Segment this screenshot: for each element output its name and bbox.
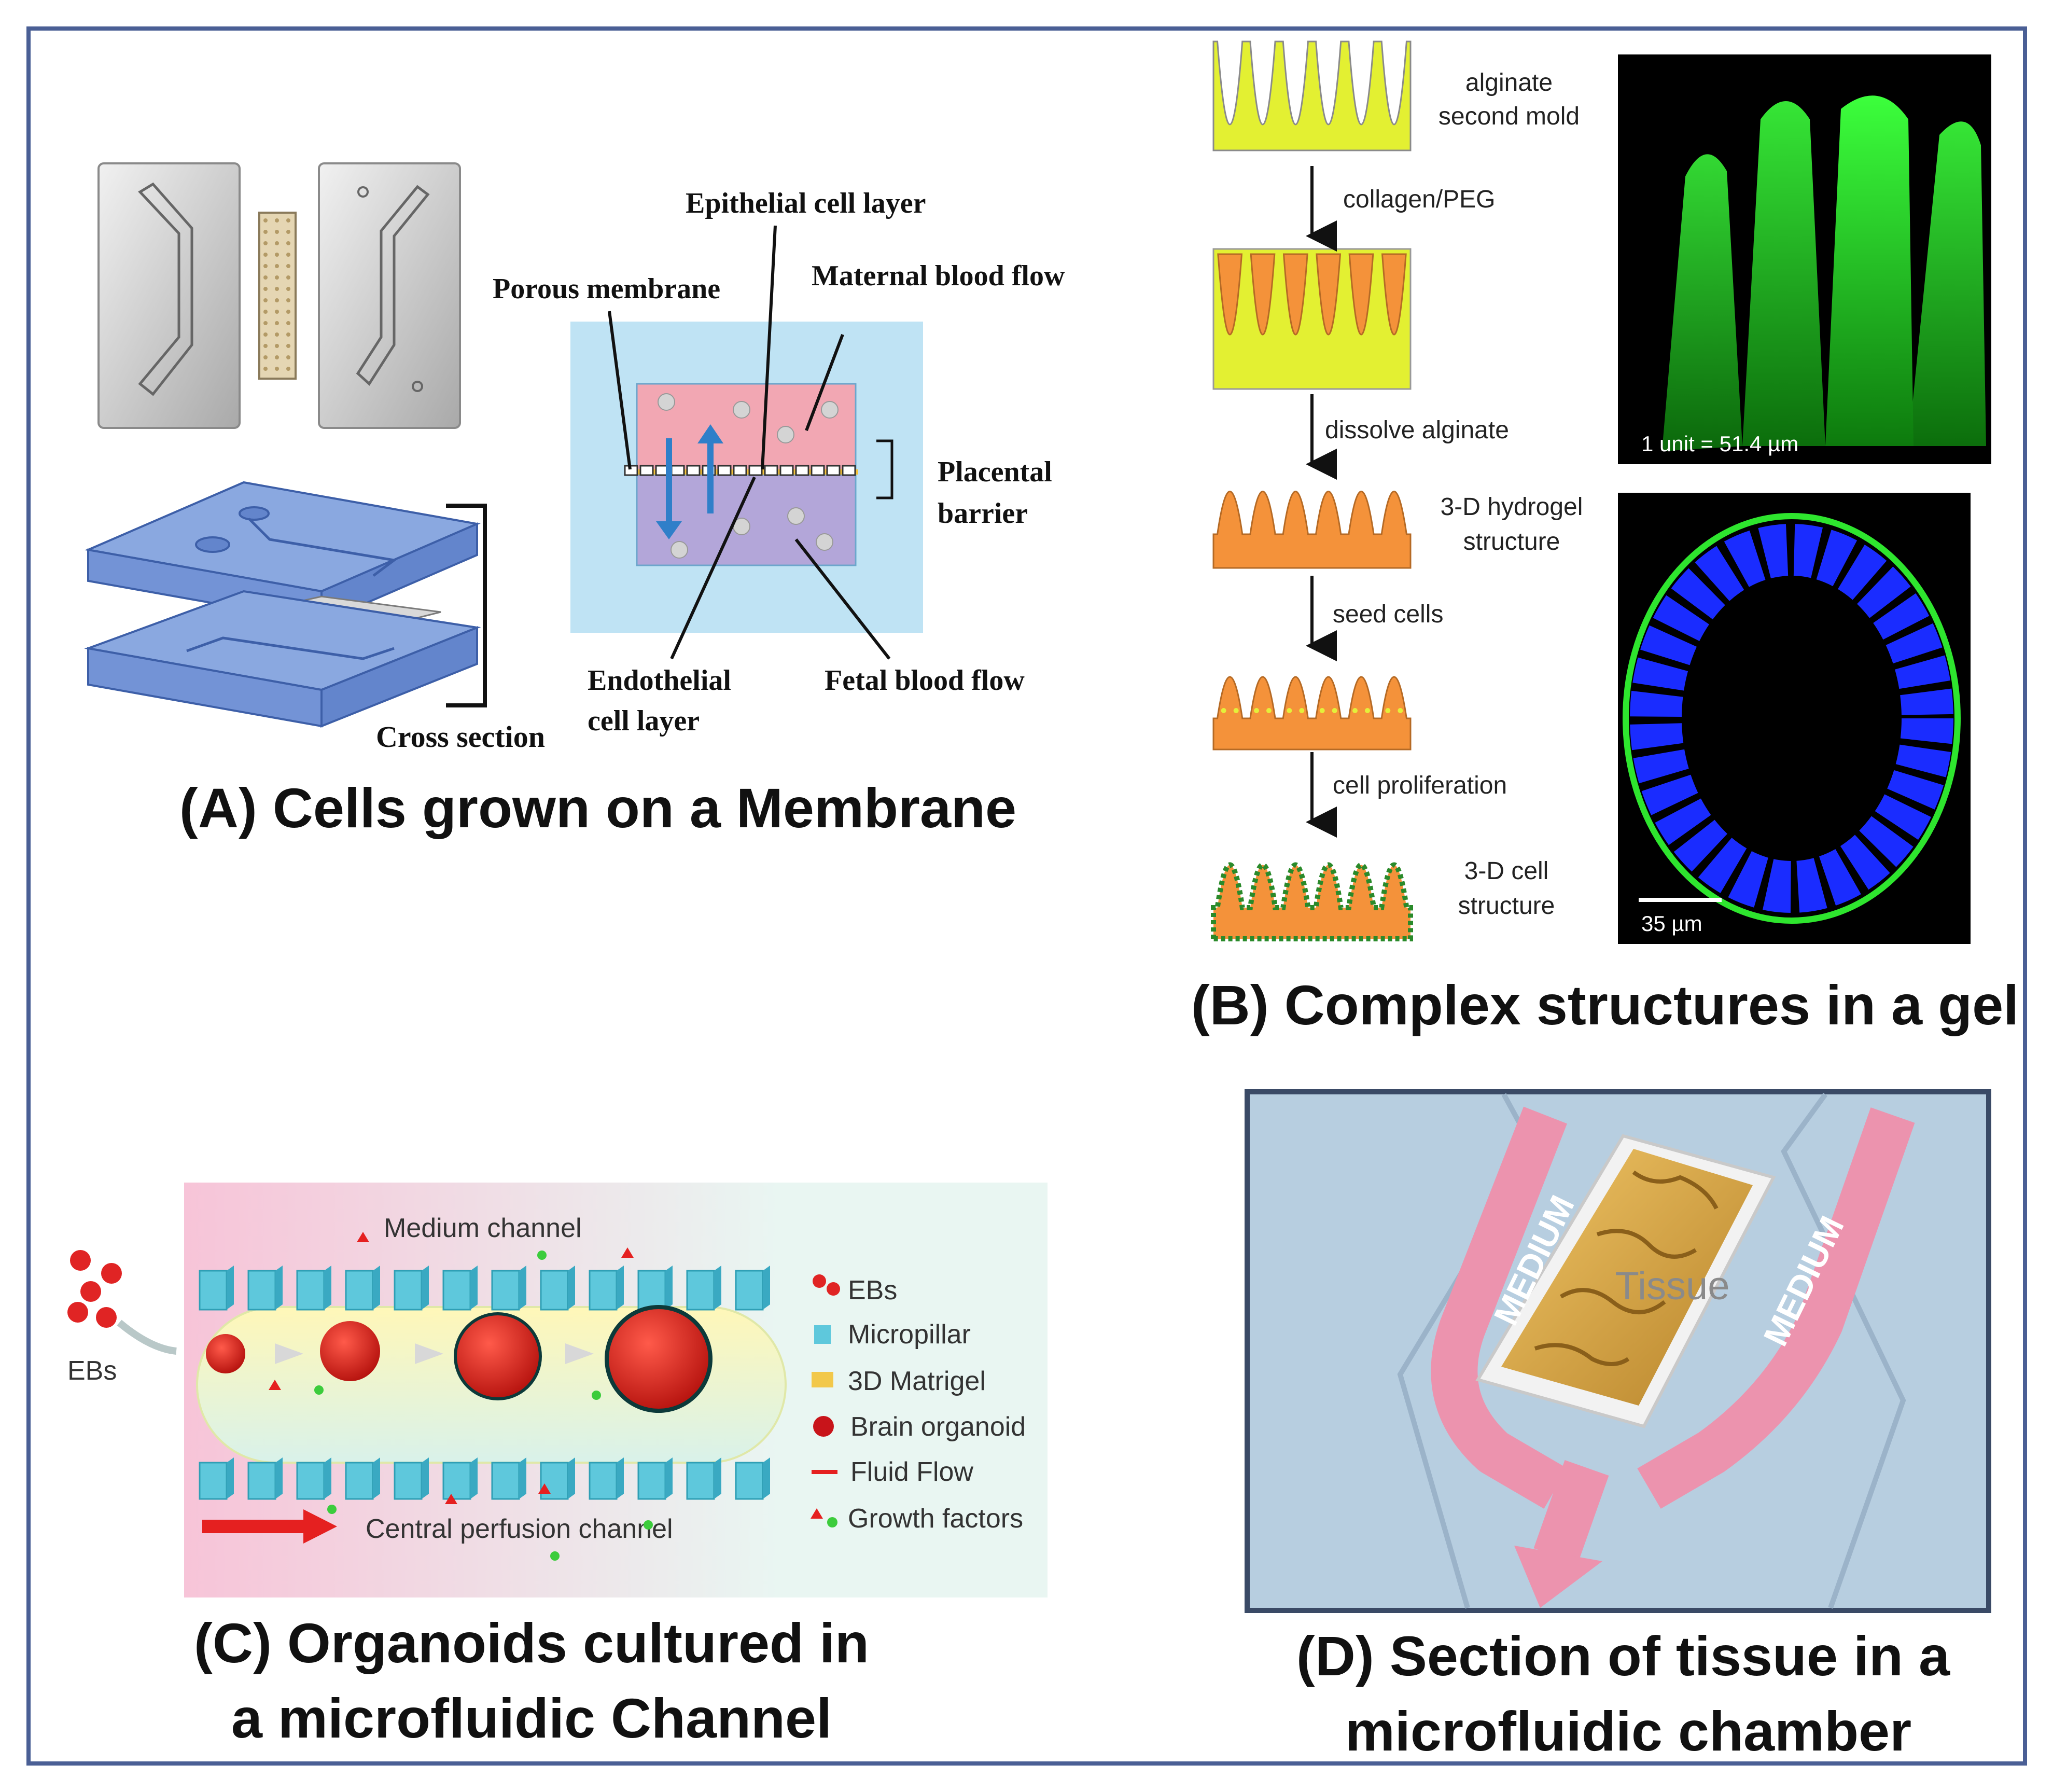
chip-bottom-layer-side: [320, 626, 478, 728]
collagen-peg-mold: [1212, 248, 1412, 390]
chip-exploded-3d: [84, 481, 487, 728]
arrow-down-head: [656, 521, 682, 539]
svg-text:EBs: EBs: [848, 1275, 897, 1305]
chip-top-pieces: [97, 162, 461, 429]
cell-structure: [1211, 862, 1413, 941]
panel-c-legend-bg: [780, 1183, 1048, 1597]
label-medium-channel: Medium channel: [384, 1213, 582, 1243]
caption-panel-d-2: microfluidic chamber: [1345, 1700, 1911, 1762]
leader-maternal: [805, 334, 844, 432]
chip-outlet-port: [239, 506, 270, 521]
step-seed: seed cells: [1333, 601, 1443, 628]
svg-text:Growth factors: Growth factors: [848, 1504, 1023, 1534]
scale-label-cross: 35 µm: [1641, 911, 1702, 936]
fluorescence-image-crosssection: 35 µm: [1618, 493, 1971, 944]
panel-c-legend: EBs Micropillar 3D Matrigel Brain organo…: [811, 1274, 1026, 1534]
caption-panel-d-1: (D) Section of tissue in a: [1296, 1624, 1950, 1687]
legend-item-organoid: Brain organoid: [813, 1412, 1026, 1442]
fluid-flow-arrow: [202, 1509, 337, 1544]
tissue-block: [1501, 1149, 1753, 1406]
step-hydrogel-2: structure: [1463, 528, 1560, 555]
chip-bottom-channel: [186, 636, 395, 660]
panel-c: EBs Medium channel Central perfusion cha…: [67, 1183, 1048, 1749]
svg-text:Brain organoid: Brain organoid: [850, 1412, 1026, 1442]
label-tissue: Tissue: [1615, 1264, 1729, 1308]
medium-outlet: [1533, 1460, 1609, 1564]
growth-factors: [269, 1232, 653, 1561]
label-endothelial-2: cell layer: [588, 705, 700, 737]
eb-cluster-left: [67, 1250, 177, 1355]
step-cell-2: structure: [1458, 892, 1555, 920]
leader-fetal: [794, 538, 891, 660]
outlet-arrowhead: [1514, 1546, 1602, 1608]
caption-panel-c-1: (C) Organoids cultured in: [194, 1612, 869, 1674]
chip-plate-right: [318, 162, 461, 429]
label-placental-2: barrier: [938, 497, 1028, 530]
chip-top-channel: [248, 518, 398, 577]
chip-plate-left: [97, 162, 241, 429]
label-placental-1: Placental: [938, 456, 1052, 488]
panel-d: Tissue MEDIUM MEDIUM (D) Section of tiss…: [1245, 1089, 1991, 1762]
tissue-folds: [1534, 1170, 1719, 1366]
label-epithelial: Epithelial cell layer: [686, 187, 926, 219]
porous-membrane-piece: [258, 212, 297, 380]
arrow-up-head: [697, 424, 723, 443]
fluorescence-image-villi: 1 unit = 51.4 µm: [1618, 54, 1991, 464]
leader-epithelial: [761, 225, 777, 470]
chip-port-top: [357, 186, 369, 198]
chip-inlet-port: [195, 536, 230, 553]
placental-barrier-schematic: [570, 225, 923, 660]
svg-text:Fluid Flow: Fluid Flow: [850, 1457, 973, 1487]
label-ebs-left: EBs: [67, 1356, 117, 1386]
panel-a: Cross section: [84, 162, 1065, 839]
label-endothelial-1: Endothelial: [588, 664, 731, 697]
label-fetal: Fetal blood flow: [825, 664, 1025, 697]
svg-text:Micropillar: Micropillar: [848, 1319, 971, 1350]
legend-item-micropillar: Micropillar: [814, 1319, 971, 1350]
medium-channel-right: [1637, 1107, 1915, 1509]
leader-endothelial: [670, 476, 756, 660]
step-prolif: cell proliferation: [1333, 772, 1507, 799]
legend-item-growth-factors: Growth factors: [811, 1504, 1023, 1534]
label-maternal: Maternal blood flow: [812, 260, 1065, 292]
step-cell-1: 3-D cell: [1464, 857, 1549, 885]
seeded-structure: [1212, 676, 1412, 751]
caption-panel-b: (B) Complex structures in a gel: [1191, 974, 2019, 1036]
legend-item-fluid-flow: Fluid Flow: [812, 1457, 973, 1487]
label-cross-section: Cross section: [376, 720, 545, 754]
legend-item-ebs: EBs: [813, 1274, 897, 1305]
label-porous: Porous membrane: [493, 273, 720, 305]
alginate-second-mold: [1212, 40, 1412, 151]
blood-particles: [658, 393, 839, 559]
chip-port-bottom: [412, 381, 423, 392]
leader-porous: [608, 311, 632, 470]
legend-item-matrigel: 3D Matrigel: [812, 1366, 986, 1396]
label-central-channel: Central perfusion channel: [366, 1514, 673, 1544]
step-hydrogel-1: 3-D hydrogel: [1441, 493, 1583, 521]
step-alginate-2: second mold: [1439, 103, 1580, 130]
hydrogel-structure: [1212, 491, 1412, 569]
caption-panel-a: (A) Cells grown on a Membrane: [179, 776, 1016, 839]
micropillars-top: [199, 1266, 770, 1311]
porous-membrane-row: [624, 465, 856, 476]
caption-panel-c-2: a microfluidic Channel: [231, 1687, 832, 1749]
step-collagen: collagen/PEG: [1343, 186, 1496, 213]
cross-section-bracket: [446, 504, 487, 707]
micropillars-bottom: [199, 1457, 770, 1500]
organoid-progression: [206, 1305, 713, 1413]
chip-channel-right: [356, 185, 430, 386]
medium-channel-left: [1431, 1106, 1568, 1509]
scale-label-villi: 1 unit = 51.4 µm: [1641, 432, 1798, 456]
step-dissolve: dissolve alginate: [1325, 416, 1509, 444]
chip-channel-left: [138, 182, 193, 396]
membrane-pores: [263, 218, 290, 371]
step-alginate-1: alginate: [1465, 69, 1553, 96]
placental-bracket: [876, 439, 893, 499]
panel-b: alginate second mold collagen/PEG dissol…: [1191, 40, 2019, 1036]
svg-text:3D Matrigel: 3D Matrigel: [848, 1366, 986, 1396]
